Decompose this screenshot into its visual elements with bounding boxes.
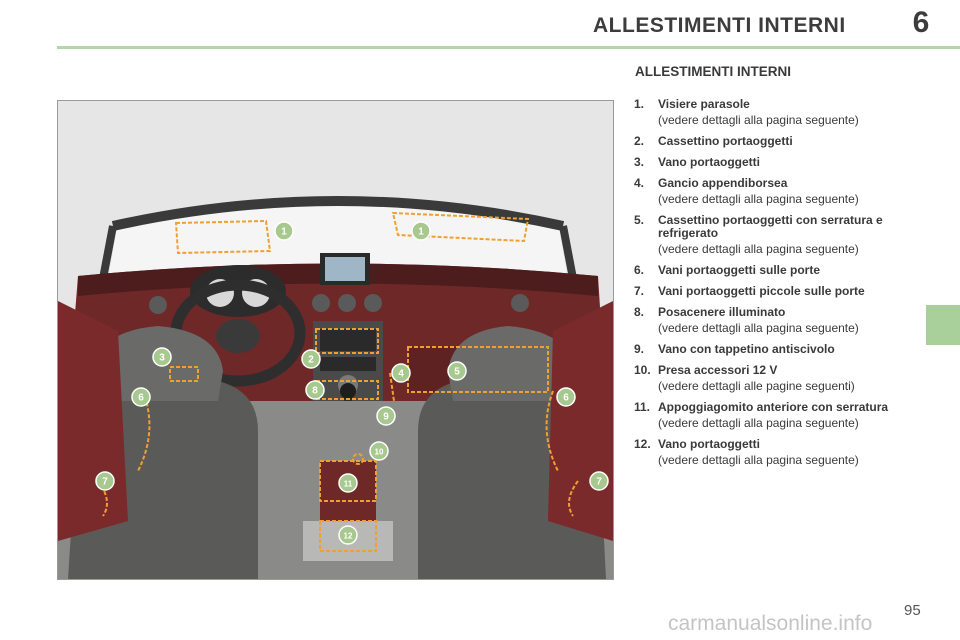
item-note: (vedere dettagli alla pagina seguente) xyxy=(658,453,859,467)
item-number: 8. xyxy=(634,305,645,319)
item-heading: 8. Posacenere illuminato xyxy=(634,306,919,319)
callout-label: 12 xyxy=(344,532,353,541)
item-label: Vani portaoggetti sulle porte xyxy=(658,263,821,277)
list-item: 12. Vano portaoggetti (vedere dettagli all… xyxy=(634,438,919,468)
list-item: 10. Presa accessori 12 V (vedere dettagli … xyxy=(634,364,919,394)
callout-10: 10 xyxy=(369,441,389,461)
callout-1: 1 xyxy=(411,221,431,241)
callout-label: 5 xyxy=(454,367,460,378)
callout-label: 7 xyxy=(102,477,108,488)
item-heading: 12. Vano portaoggetti xyxy=(634,438,919,451)
item-heading: 5. Cassettino portaoggetti con serratura … xyxy=(634,214,919,240)
item-heading: 2. Cassettino portaoggetti xyxy=(634,135,919,148)
callout-6: 6 xyxy=(131,387,151,407)
list-item: 9. Vano con tappetino antiscivolo xyxy=(634,343,919,356)
item-label: Vano portaoggetti xyxy=(658,155,760,169)
item-note: (vedere dettagli alle pagine seguenti) xyxy=(658,379,855,393)
list-item: 4. Gancio appendiborsea (vedere dettagli a… xyxy=(634,177,919,207)
callout-6: 6 xyxy=(556,387,576,407)
list-item: 1. Visiere parasole (vedere dettagli alla … xyxy=(634,98,919,128)
item-label: Appoggiagomito anteriore con serratura xyxy=(658,400,889,414)
callout-8: 8 xyxy=(305,380,325,400)
list-item: 2. Cassettino portaoggetti xyxy=(634,135,919,148)
list-item: 5. Cassettino portaoggetti con serratura … xyxy=(634,214,919,257)
item-number: 7. xyxy=(634,284,645,298)
list-item: 11. Appoggiagomito anteriore con serratur… xyxy=(634,401,919,431)
equipment-list: 1. Visiere parasole (vedere dettagli alla … xyxy=(634,98,919,475)
header-divider xyxy=(57,46,960,49)
callout-label: 2 xyxy=(308,355,314,366)
item-label: Vani portaoggetti piccole sulle porte xyxy=(658,284,865,298)
chapter-title: ALLESTIMENTI INTERNI xyxy=(593,14,846,37)
item-label: Vano con tappetino antiscivolo xyxy=(658,342,835,356)
callout-4: 4 xyxy=(391,363,411,383)
item-number: 1. xyxy=(634,97,645,111)
item-number: 10. xyxy=(634,363,651,377)
callout-label: 10 xyxy=(375,448,384,457)
chapter-side-tab xyxy=(926,305,960,345)
item-number: 12. xyxy=(634,437,651,451)
callout-label: 11 xyxy=(344,480,353,489)
callout-label: 6 xyxy=(563,393,569,404)
item-heading: 11. Appoggiagomito anteriore con serratur… xyxy=(634,401,919,414)
callout-label: 1 xyxy=(418,227,424,238)
item-number: 4. xyxy=(634,176,645,190)
list-item: 3. Vano portaoggetti xyxy=(634,156,919,169)
item-note: (vedere dettagli alla pagina seguente) xyxy=(658,416,859,430)
item-note: (vedere dettagli alla pagina seguente) xyxy=(658,321,859,335)
item-heading: 4. Gancio appendiborsea xyxy=(634,177,919,190)
section-title: ALLESTIMENTI INTERNI xyxy=(635,64,791,79)
callout-label: 4 xyxy=(398,369,404,380)
item-label: Cassettino portaoggetti xyxy=(658,134,793,148)
watermark: carmanualsonline.info xyxy=(668,612,873,635)
callout-label: 7 xyxy=(596,477,602,488)
item-label: Visiere parasole xyxy=(658,97,750,111)
item-number: 5. xyxy=(634,213,645,227)
item-heading: 6. Vani portaoggetti sulle porte xyxy=(634,264,919,277)
item-heading: 1. Visiere parasole xyxy=(634,98,919,111)
item-number: 2. xyxy=(634,134,645,148)
callout-2: 2 xyxy=(301,349,321,369)
callout-1: 1 xyxy=(274,221,294,241)
callout-label: 6 xyxy=(138,393,144,404)
callout-7: 7 xyxy=(95,471,115,491)
callout-label: 8 xyxy=(312,386,318,397)
item-label: Vano portaoggetti xyxy=(658,437,760,451)
item-note: (vedere dettagli alla pagina seguente) xyxy=(658,192,859,206)
item-note: (vedere dettagli alla pagina seguente) xyxy=(658,242,859,256)
item-number: 3. xyxy=(634,155,645,169)
item-label: Cassettino portaoggetti con serratura e … xyxy=(658,213,883,240)
chapter-number: 6 xyxy=(912,6,930,39)
callout-3: 3 xyxy=(152,347,172,367)
list-item: 6. Vani portaoggetti sulle porte xyxy=(634,264,919,277)
item-number: 9. xyxy=(634,342,645,356)
callout-9: 9 xyxy=(376,406,396,426)
item-heading: 9. Vano con tappetino antiscivolo xyxy=(634,343,919,356)
callout-7: 7 xyxy=(589,471,609,491)
interior-drawing xyxy=(58,101,613,579)
item-heading: 3. Vano portaoggetti xyxy=(634,156,919,169)
callout-12: 12 xyxy=(338,525,358,545)
callout-label: 1 xyxy=(281,227,287,238)
callout-5: 5 xyxy=(447,361,467,381)
page-number: 95 xyxy=(904,602,921,619)
item-number: 6. xyxy=(634,263,645,277)
item-number: 11. xyxy=(634,400,651,414)
item-label: Gancio appendiborsea xyxy=(658,176,788,190)
callout-11: 11 xyxy=(338,473,358,493)
callout-label: 3 xyxy=(159,353,165,364)
item-note: (vedere dettagli alla pagina seguente) xyxy=(658,113,859,127)
item-label: Posacenere illuminato xyxy=(658,305,786,319)
list-item: 8. Posacenere illuminato (vedere dettagli … xyxy=(634,306,919,336)
callout-label: 9 xyxy=(383,412,389,423)
item-heading: 7. Vani portaoggetti piccole sulle porte xyxy=(634,285,919,298)
item-heading: 10. Presa accessori 12 V xyxy=(634,364,919,377)
item-label: Presa accessori 12 V xyxy=(658,363,778,377)
list-item: 7. Vani portaoggetti piccole sulle porte xyxy=(634,285,919,298)
